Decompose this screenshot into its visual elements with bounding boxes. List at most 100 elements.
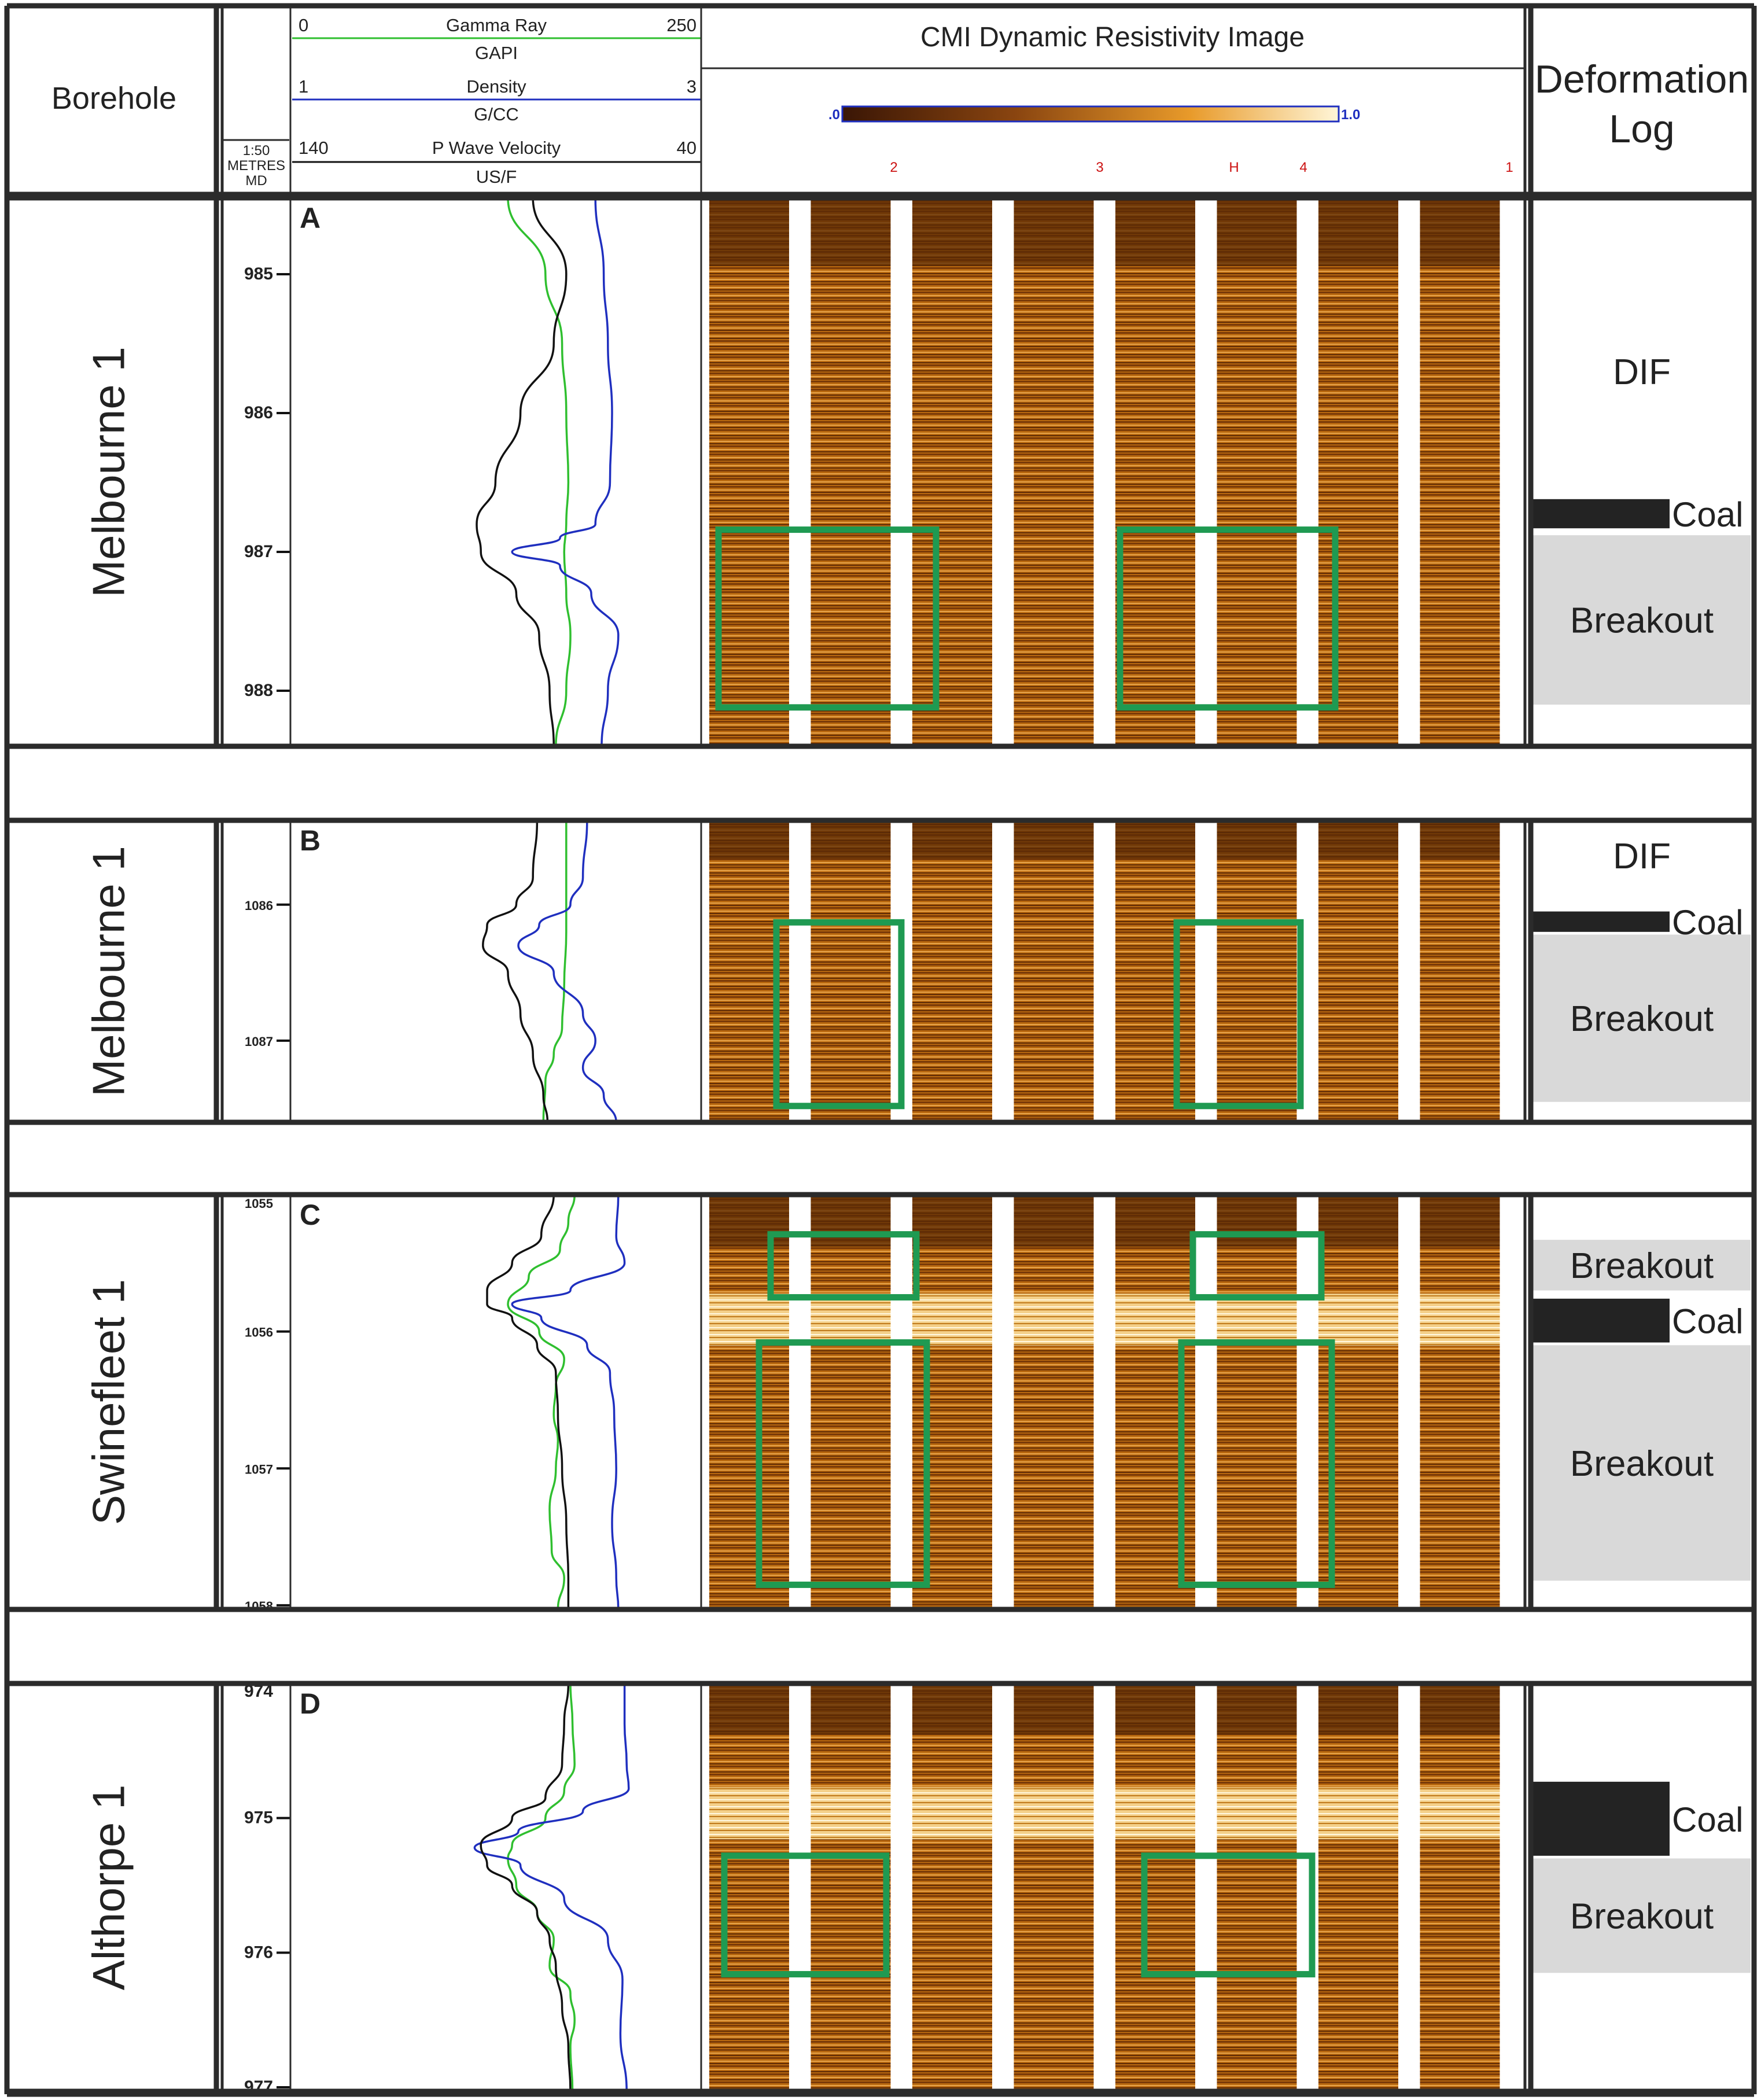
breakout-box: [1189, 1231, 1325, 1300]
image-pad-light-band: [912, 1294, 992, 1346]
well-name: Melbourne 1: [83, 846, 134, 1097]
image-pad-light-band: [1318, 1787, 1398, 1840]
depth-scale-label: 1:50: [243, 143, 270, 159]
deformation-column-title: Deformation: [1535, 57, 1749, 101]
breakout-bar: [1533, 1240, 1751, 1291]
image-pad-band: [1420, 823, 1500, 859]
image-pad: [1217, 1686, 1297, 2089]
image-pad-band: [1318, 823, 1398, 859]
depth-tick-label: 1055: [245, 1196, 273, 1211]
breakout-bar: [1533, 535, 1751, 705]
image-pad: [810, 1197, 891, 1607]
curve-gamma-ray: [507, 1683, 576, 2092]
depth-unit-label: METRES: [227, 158, 285, 174]
breakout-box: [715, 526, 940, 711]
image-pad-band: [1420, 200, 1500, 266]
image-pad-band: [912, 1197, 992, 1247]
image-pad-band: [709, 1197, 789, 1247]
frame-lines: [4, 3, 1757, 2097]
pad-label-3: 3: [1096, 160, 1103, 175]
pad-label-h: H: [1229, 160, 1239, 175]
gamma-ray-unit: GAPI: [475, 43, 518, 63]
coal-bar: [1531, 499, 1670, 529]
depth-tick-label: 988: [244, 681, 273, 700]
image-pad-band: [1014, 823, 1094, 859]
image-pad-band: [912, 200, 992, 266]
image-pad-light-band: [1318, 1294, 1398, 1346]
breakout-box: [756, 1339, 930, 1588]
curve-header-gamma-ray: 0 Gamma Ray 250 GAPI: [292, 15, 701, 63]
image-pad: [1217, 200, 1297, 744]
breakout-box: [1173, 919, 1304, 1110]
image-pad-band: [1420, 1686, 1500, 1735]
well-name: Melbourne 1: [83, 347, 134, 598]
pad-label-2: 2: [890, 160, 897, 175]
image-pad: [1115, 200, 1195, 744]
curve-p-wave-velocity: [480, 1683, 572, 2092]
image-pad-light-band: [1115, 1787, 1195, 1840]
depth-tick-label: 975: [244, 1808, 273, 1828]
log-panels: Melbourne 1985986987988ADIFCoalBreakoutM…: [83, 197, 1751, 2097]
image-pad: [1014, 200, 1094, 744]
curve-density: [511, 1194, 626, 1610]
image-pad-light-band: [709, 1787, 789, 1840]
image-pad: [1014, 823, 1094, 1120]
gamma-ray-name: Gamma Ray: [446, 15, 547, 35]
gamma-ray-min: 0: [299, 15, 308, 35]
image-pad-light-band: [810, 1787, 891, 1840]
image-pad-light-band: [1014, 1787, 1094, 1840]
image-pad-light-band: [1014, 1294, 1094, 1346]
depth-tick-label: 986: [244, 403, 273, 422]
p-wave-max: 40: [677, 138, 697, 158]
depth-tick-label: 1057: [245, 1462, 273, 1476]
breakout-box: [1117, 526, 1339, 711]
image-pad: [1115, 1686, 1195, 2089]
image-pad-light-band: [1217, 1787, 1297, 1840]
image-pad-band: [1115, 1686, 1195, 1735]
image-pad: [1420, 1686, 1500, 2089]
image-pad: [1318, 200, 1398, 744]
image-pad: [1217, 1197, 1297, 1607]
image-pad: [912, 1686, 992, 2089]
image-pad-band: [810, 200, 891, 266]
breakout-label: Breakout: [1570, 601, 1714, 641]
image-pad: [1318, 1686, 1398, 2089]
colorbar-max-label: 1.0: [1341, 107, 1360, 123]
coal-bar: [1531, 1298, 1670, 1343]
colorbar-min-label: .0: [828, 107, 840, 123]
image-pad-light-band: [1420, 1294, 1500, 1346]
image-pad-band: [1217, 1197, 1297, 1247]
image-pad-band: [912, 1686, 992, 1735]
image-pad-band: [709, 1686, 789, 1735]
image-pad-band: [810, 823, 891, 859]
depth-md-label: MD: [245, 173, 267, 189]
well-name: Althorpe 1: [83, 1785, 134, 1991]
image-pad-band: [1217, 823, 1297, 859]
image-pad-band: [709, 200, 789, 266]
density-min: 1: [299, 76, 308, 97]
gamma-ray-max: 250: [666, 15, 697, 35]
image-pad: [709, 1197, 789, 1607]
panel-letter-a: A: [300, 202, 320, 234]
image-pad-band: [810, 1686, 891, 1735]
image-pad-light-band: [810, 1294, 891, 1346]
breakout-label: Breakout: [1570, 1444, 1714, 1484]
density-unit: G/CC: [474, 104, 519, 124]
image-pad: [1014, 1686, 1094, 2089]
breakout-box: [1141, 1852, 1316, 1978]
curve-p-wave-velocity: [476, 197, 568, 747]
breakout-box: [773, 919, 905, 1110]
curve-header-p-wave: 140 P Wave Velocity 40 US/F: [292, 138, 701, 187]
pad-label-1: 1: [1505, 160, 1513, 175]
curve-gamma-ray: [507, 197, 572, 747]
image-track: [709, 200, 1500, 744]
breakout-label: Breakout: [1570, 999, 1714, 1039]
p-wave-min: 140: [299, 138, 329, 158]
breakout-bar: [1533, 1345, 1751, 1581]
depth-tick-label: 985: [244, 264, 273, 283]
image-track: [709, 1686, 1500, 2089]
image-track-title: CMI Dynamic Resistivity Image: [920, 22, 1305, 53]
